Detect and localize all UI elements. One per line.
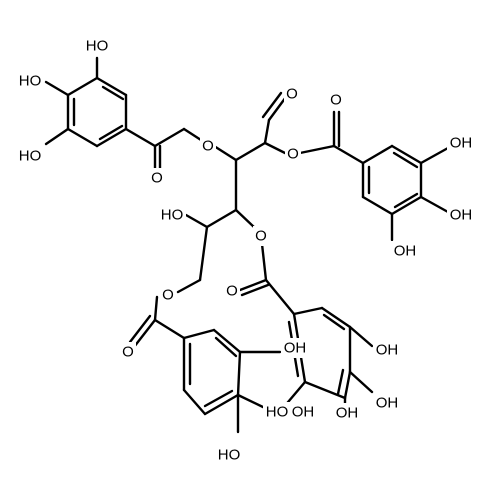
oxygen-label: O xyxy=(202,138,214,155)
atom-label-hydroxyl: HO xyxy=(158,205,186,225)
atom-label-ester1-carbonyl-o: O xyxy=(149,168,165,188)
atom-label-ester4-ring-o: O xyxy=(160,285,176,305)
oxygen-label: O xyxy=(226,283,238,300)
atom-label-ester3-carbonyl-o: O xyxy=(224,281,240,301)
oxygen-label: O xyxy=(287,146,299,163)
hydroxyl-label: HO xyxy=(86,38,109,55)
atom-label-ring4-oh-c: OH xyxy=(281,338,309,358)
bond-lines xyxy=(44,56,450,434)
hydroxyl-label: OH xyxy=(450,135,473,152)
hydroxyl-label: OH xyxy=(376,342,399,359)
atom-label-ring4-oh-d: OH xyxy=(289,402,317,422)
atom-label-ring2-oh-top: OH xyxy=(447,133,475,153)
atom-label-aldehyde-o: O xyxy=(284,84,300,104)
atom-label-ester2-ring-o: O xyxy=(285,144,301,164)
oxygen-label: O xyxy=(286,86,298,103)
atom-label-ring4-oh-b: HO xyxy=(215,445,243,465)
atom-label-ring3-oh-c: OH xyxy=(333,403,361,423)
oxygen-label: O xyxy=(151,170,163,187)
hydroxyl-label: OH xyxy=(394,243,417,260)
hydroxyl-label: HO xyxy=(266,404,289,421)
atom-label-ester3-ring-o: O xyxy=(253,226,269,246)
hydroxyl-label: HO xyxy=(161,207,184,224)
atom-label-ring2-oh-mid: OH xyxy=(447,205,475,225)
atom-label-ring3-oh-a: OH xyxy=(373,340,401,360)
atom-label-ring4-oh-a: HO xyxy=(263,402,291,422)
atom-label-ring1-oh-low: HO xyxy=(16,146,44,166)
hydroxyl-label: OH xyxy=(376,395,399,412)
oxygen-label: O xyxy=(330,92,342,109)
atom-label-ring1-oh-top: HO xyxy=(83,36,111,56)
atom-label-ring3-oh-b: OH xyxy=(373,393,401,413)
hydroxyl-label: HO xyxy=(218,447,241,464)
atom-label-ring2-oh-low: OH xyxy=(391,241,419,261)
hydroxyl-label: OH xyxy=(336,405,359,422)
oxygen-label: O xyxy=(122,344,134,361)
hydroxyl-label: HO xyxy=(19,148,42,165)
oxygen-label: O xyxy=(255,228,267,245)
atom-label-ester1-ring-o: O xyxy=(200,136,216,156)
oxygen-label: O xyxy=(162,287,174,304)
hydroxyl-label: OH xyxy=(292,404,315,421)
atom-label-ester4-carbonyl-o: O xyxy=(120,342,136,362)
atom-label-ring1-oh-mid: HO xyxy=(16,71,44,91)
atom-label-ester2-carbonyl-o: O xyxy=(328,90,344,110)
hydroxyl-label: OH xyxy=(284,340,307,357)
hydroxyl-label: HO xyxy=(19,73,42,90)
hydroxyl-label: OH xyxy=(450,207,473,224)
